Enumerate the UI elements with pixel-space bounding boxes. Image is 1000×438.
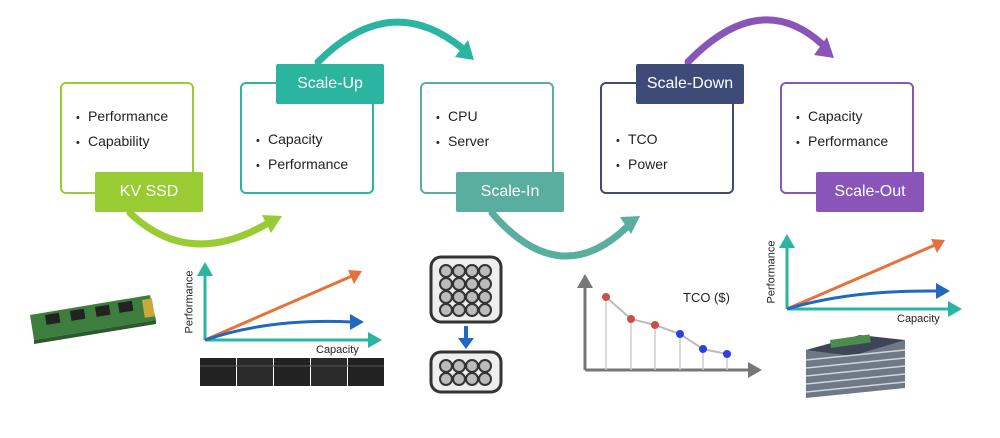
stage-label-scale-out: Scale-Out	[816, 172, 924, 212]
tco-chart	[577, 274, 762, 378]
rack-server-image	[805, 334, 906, 398]
bullet-item: Capability	[76, 130, 168, 155]
bullet-item: Performance	[796, 130, 888, 155]
left-chart-xlabel: Capacity	[316, 344, 359, 356]
left-chart	[197, 262, 382, 348]
right-chart-xlabel: Capacity	[897, 313, 940, 325]
server-2x4-icon	[429, 350, 503, 394]
arrow-scalein-to-scaledown-head	[620, 216, 640, 234]
bullet-item: Power	[616, 153, 668, 178]
arrow-kv-to-scaleup	[126, 209, 274, 248]
tco-point	[651, 321, 659, 329]
stage-label-kv-ssd: KV SSD	[95, 172, 203, 212]
arrow-kv-to-scaleup-head	[262, 215, 282, 233]
right-chart	[779, 234, 962, 317]
ssd-drive-row	[200, 358, 384, 386]
stage-label-scale-up: Scale-Up	[276, 64, 384, 104]
arrow-scaleup-to-scalein	[314, 18, 466, 66]
tco-point	[723, 350, 731, 358]
bullet-item: Capacity	[796, 105, 888, 130]
bullet-item: Capacity	[256, 128, 348, 153]
stage-bullets-scale-in: CPU Server	[436, 105, 489, 155]
stage-bullets-scale-out: Capacity Performance	[796, 105, 888, 155]
stage-bullets-kv-ssd: Performance Capability	[76, 105, 168, 155]
bullet-item: TCO	[616, 128, 668, 153]
tco-point	[627, 315, 635, 323]
stage-bullets-scale-up: Capacity Performance	[256, 128, 348, 178]
bullet-item: CPU	[436, 105, 489, 130]
tco-point	[699, 345, 707, 353]
down-arrow-icon	[458, 326, 474, 349]
bullet-item: Server	[436, 130, 489, 155]
arrow-scaledown-to-scaleout	[684, 16, 826, 66]
stage-label-scale-in: Scale-In	[456, 172, 564, 212]
bullet-item: Performance	[76, 105, 168, 130]
right-chart-ylabel: Performance	[765, 240, 778, 304]
arrow-scaledown-to-scaleout-head	[814, 37, 834, 58]
server-4x4-icon	[429, 255, 503, 324]
tco-point	[676, 330, 684, 338]
arrow-scaleup-to-scalein-head	[455, 40, 474, 60]
stage-bullets-scale-down: TCO Power	[616, 128, 668, 178]
arrow-scalein-to-scaledown	[488, 209, 632, 260]
left-chart-ylabel: Performance	[183, 270, 196, 334]
stage-label-scale-down: Scale-Down	[636, 64, 744, 104]
tco-chart-title: TCO ($)	[683, 290, 730, 305]
tco-point	[602, 293, 610, 301]
ssd-card-image	[30, 295, 156, 344]
bullet-item: Performance	[256, 153, 348, 178]
